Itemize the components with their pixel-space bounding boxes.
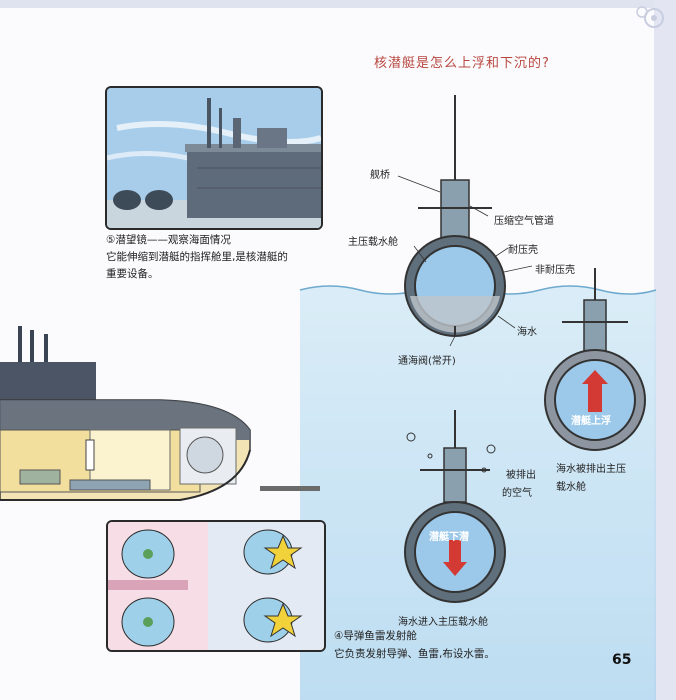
torpedo-illustration [108,522,324,650]
label-sea-water: 海水 [517,327,537,338]
label-pressure-hull: 耐压壳 [508,245,538,256]
label-sea-valve: 通海阀(常开) [398,356,456,367]
label-non-pressure-hull: 非耐压壳 [535,265,575,276]
flower-ornament-icon [636,6,664,28]
label-air-expelled-2: 的空气 [502,488,532,499]
periscope-desc-line2: 重要设备。 [106,268,159,280]
periscope-heading: ⑤潜望镜——观察海面情况 [106,234,231,246]
torpedo-heading: ④导弹鱼雷发射舱 [334,630,417,642]
label-dive: 潜艇下潜 [429,532,469,543]
label-water-expelled-1: 海水被排出主压 [556,464,626,475]
label-water-expelled-2: 载水舱 [556,482,586,493]
right-band [654,0,676,700]
label-air-expelled-1: 被排出 [506,470,536,481]
top-band [0,0,676,8]
label-bridge: 舰桥 [370,170,390,181]
page-number: 65 [612,652,632,668]
label-main-ballast: 主压载水舱 [348,237,398,248]
periscope-illustration [107,88,321,228]
label-compressed-air: 压缩空气管道 [494,216,554,227]
periscope-panel [105,86,323,230]
label-water-enter: 海水进入主压载水舱 [398,617,488,628]
periscope-desc-line1: 它能伸缩到潜艇的指挥舱里,是核潜艇的 [106,251,288,263]
torpedo-panel [106,520,326,652]
page-title: 核潜艇是怎么上浮和下沉的? [374,56,550,71]
label-rise: 潜艇上浮 [571,416,611,427]
torpedo-desc: 它负责发射导弹、鱼雷,布设水雷。 [334,648,495,660]
